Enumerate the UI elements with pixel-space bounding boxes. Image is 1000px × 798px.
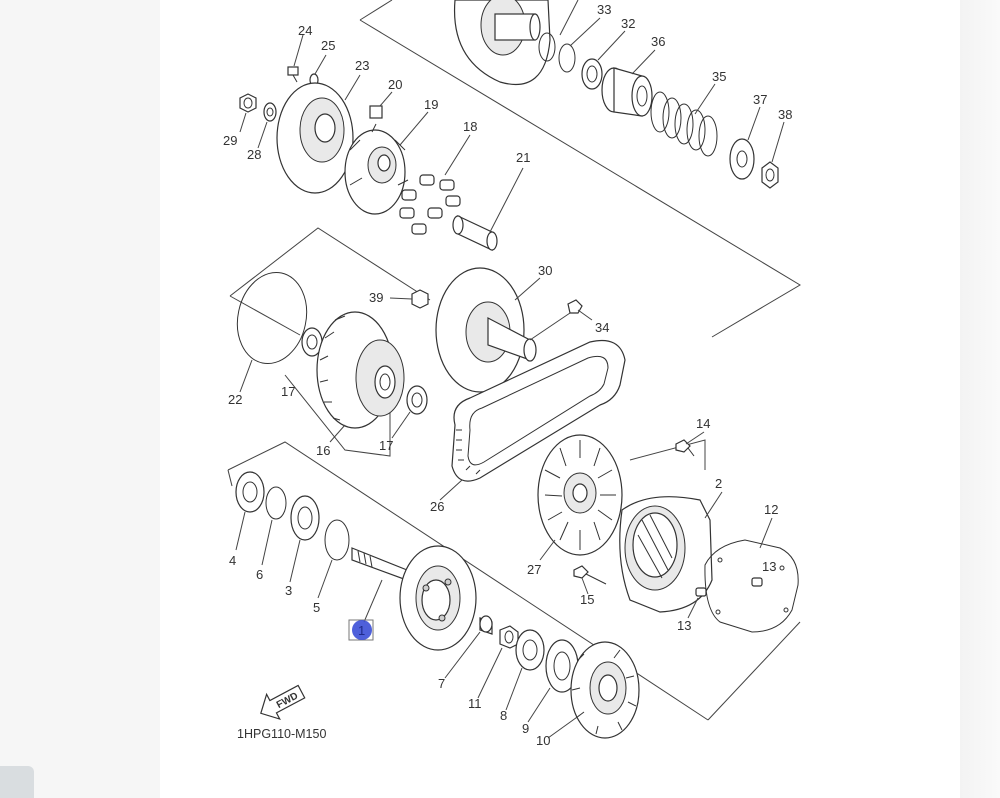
selected-part-marker[interactable]	[348, 619, 374, 641]
label-38: 38	[778, 107, 792, 122]
part-5-circlip[interactable]	[317, 519, 350, 599]
label-37: 37	[753, 92, 767, 107]
label-34: 34	[595, 320, 609, 335]
label-25: 25	[321, 38, 335, 53]
label-2: 2	[715, 476, 722, 491]
part-26-belt[interactable]	[439, 339, 626, 501]
label-17a: 17	[281, 384, 295, 399]
label-14: 14	[696, 416, 710, 431]
part-2-cover[interactable]	[619, 491, 723, 613]
part-32-seal[interactable]	[581, 30, 626, 90]
part-25-washer[interactable]	[309, 54, 327, 87]
label-17b: 17	[379, 438, 393, 453]
part-38-nut[interactable]	[761, 121, 785, 189]
part-22-oring[interactable]	[229, 266, 315, 393]
part-10-clutch[interactable]	[547, 641, 640, 739]
part-17-seal-b[interactable]	[391, 385, 428, 439]
label-3: 3	[285, 583, 292, 598]
label-23: 23	[355, 58, 369, 73]
corner-tab[interactable]	[0, 766, 34, 798]
part-35-spring[interactable]	[650, 83, 718, 157]
label-30: 30	[538, 263, 552, 278]
label-19: 19	[424, 97, 438, 112]
part-clutch-drum[interactable]	[399, 545, 477, 651]
label-10: 10	[536, 733, 550, 748]
part-24-bolt[interactable]	[287, 34, 304, 83]
label-33: 33	[597, 2, 611, 17]
part-37-washer[interactable]	[729, 106, 761, 180]
part-30-sheave[interactable]	[435, 267, 541, 393]
label-21: 21	[516, 150, 530, 165]
part-4-bearing[interactable]	[235, 471, 265, 551]
label-6: 6	[256, 567, 263, 582]
part-16-housing[interactable]	[316, 311, 405, 443]
label-24: 24	[298, 23, 312, 38]
label-5: 5	[313, 600, 320, 615]
part-20-slider[interactable]	[369, 91, 393, 119]
part-9-plate[interactable]	[527, 639, 579, 723]
part-21-collar[interactable]	[452, 167, 524, 251]
part-23-plate[interactable]	[276, 74, 361, 194]
part-33-orings[interactable]	[538, 17, 601, 73]
part-6-circlip[interactable]	[261, 486, 287, 566]
part-1-shaft[interactable]	[351, 547, 413, 623]
part-18-rollers[interactable]	[399, 134, 471, 235]
label-22: 22	[228, 392, 242, 407]
label-16: 16	[316, 443, 330, 458]
part-14-bolt[interactable]	[675, 431, 705, 457]
label-11: 11	[468, 696, 482, 711]
label-32: 32	[621, 16, 635, 31]
part-19-cam[interactable]	[344, 111, 429, 215]
label-7: 7	[438, 676, 445, 691]
diagram-code: 1HPG110-M150	[237, 727, 326, 741]
fwd-label: FWD	[275, 691, 300, 711]
label-4: 4	[229, 553, 236, 568]
label-8: 8	[500, 708, 507, 723]
fwd-arrow: FWD	[260, 684, 306, 721]
label-1: 1	[358, 623, 365, 638]
label-9: 9	[522, 721, 529, 736]
label-13b: 13	[677, 618, 691, 633]
part-36-sleeve[interactable]	[601, 49, 656, 117]
label-26: 26	[430, 499, 444, 514]
part-13-dowel-a[interactable]	[687, 587, 707, 619]
label-12: 12	[764, 502, 778, 517]
part-8-bearing[interactable]	[505, 629, 545, 711]
label-36: 36	[651, 34, 665, 49]
part-labels: 24 25 23 20 19 29 28 18 21 33 32 36 35 3…	[223, 2, 792, 748]
part-39-nut[interactable]	[389, 289, 429, 309]
label-28: 28	[247, 147, 261, 162]
part-29-nut[interactable]	[239, 93, 257, 133]
label-13a: 13	[762, 559, 776, 574]
part-top-sheave[interactable]	[453, 0, 579, 86]
part-11-nut[interactable]	[477, 625, 519, 699]
label-35: 35	[712, 69, 726, 84]
label-20: 20	[388, 77, 402, 92]
right-margin	[960, 0, 1000, 798]
label-15: 15	[580, 592, 594, 607]
part-7-spacer[interactable]	[444, 615, 493, 679]
part-34-bolt[interactable]	[529, 299, 593, 341]
group-outlines	[227, 0, 801, 721]
part-3-bearing[interactable]	[289, 495, 320, 583]
part-13-dowel-b[interactable]	[751, 577, 763, 587]
part-28-washer[interactable]	[257, 102, 277, 149]
part-27-fan-sheave[interactable]	[537, 434, 623, 561]
label-27: 27	[527, 562, 541, 577]
part-15-bolt[interactable]	[573, 565, 607, 595]
label-18: 18	[463, 119, 477, 134]
label-39: 39	[369, 290, 383, 305]
label-29: 29	[223, 133, 237, 148]
part-12-gasket[interactable]	[704, 517, 799, 633]
